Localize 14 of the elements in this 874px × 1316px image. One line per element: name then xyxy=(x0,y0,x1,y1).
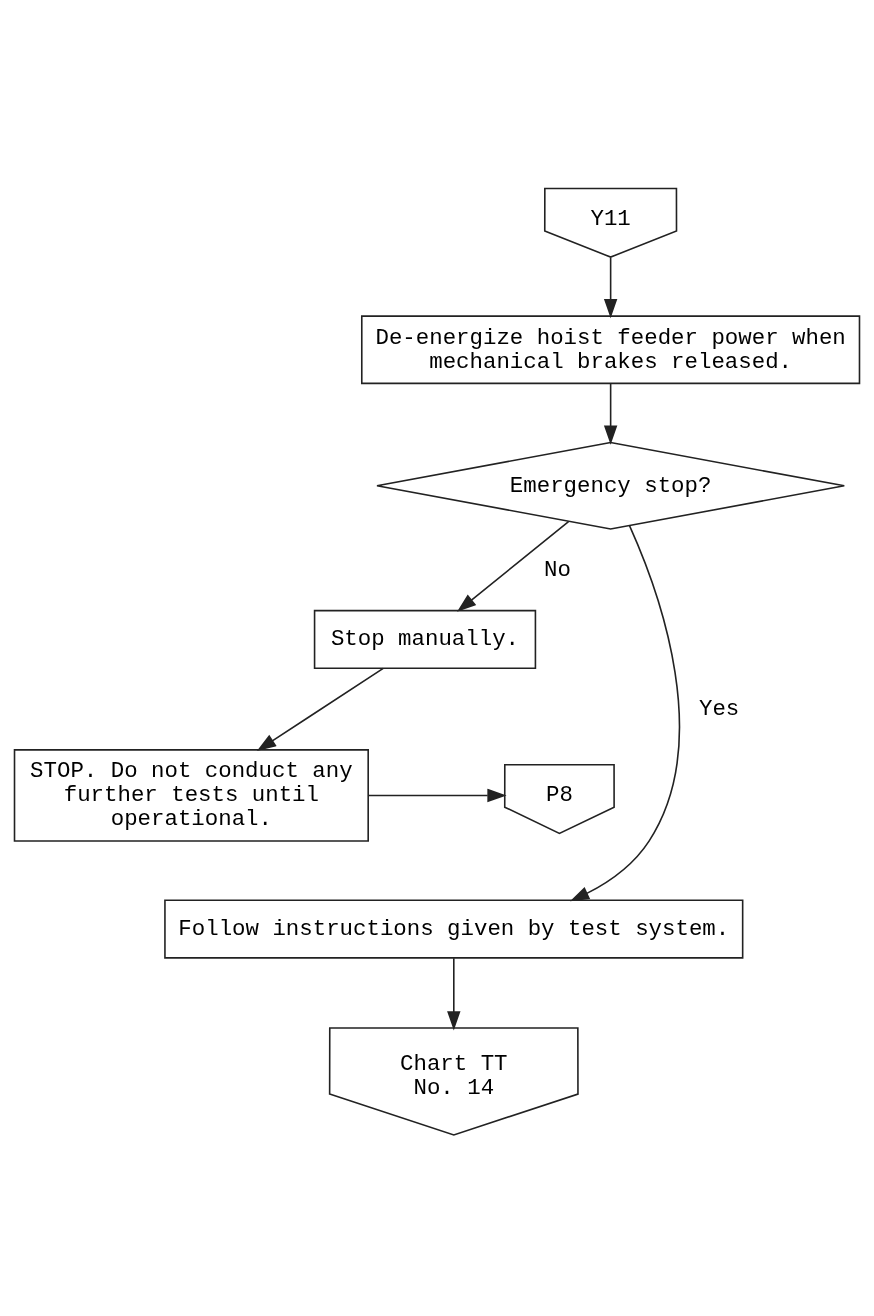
arrow xyxy=(256,667,385,752)
edge-label: No xyxy=(544,556,571,583)
arrow xyxy=(603,256,618,319)
arrow xyxy=(570,524,681,902)
arrow xyxy=(457,520,570,612)
node-box: De-energize hoist feeder power when mechanical brakes released. xyxy=(360,315,861,385)
edge-label: Yes xyxy=(698,695,740,722)
node-box: Follow instructions given by test system. xyxy=(164,899,744,959)
arrow xyxy=(367,788,507,803)
node-diamond: Emergency stop? xyxy=(376,441,846,530)
arrow xyxy=(447,957,461,1031)
arrow xyxy=(603,382,618,445)
node-box: STOP. Do not conduct any further tests until operational. xyxy=(13,749,369,842)
node-box: Stop manually. xyxy=(313,609,537,670)
